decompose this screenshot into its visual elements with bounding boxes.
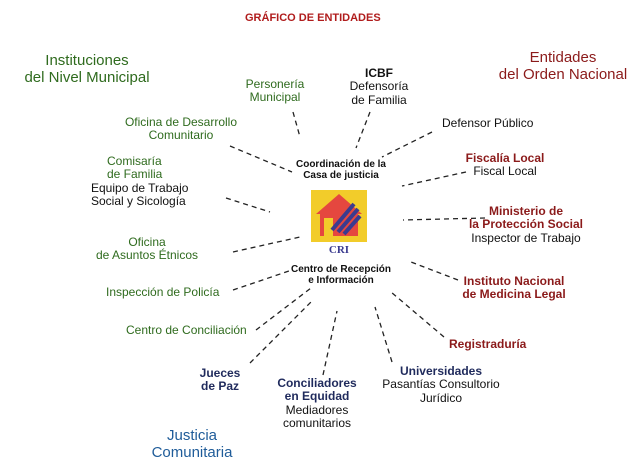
entity-oficina-desarrollo: Oficina de Desarrollo Comunitario: [124, 115, 238, 143]
logo-door: [324, 218, 333, 236]
connector-universidades: [374, 306, 393, 363]
house-with-scales-logo-icon: [311, 190, 367, 242]
connector-personeria: [292, 111, 301, 138]
entity-comisaria: Comisaría de Familia Equipo de Trabajo S…: [91, 154, 189, 209]
connector-conciliadores: [322, 310, 338, 376]
entity-personeria: Personería Municipal: [245, 77, 305, 105]
entity-icbf: ICBF Defensoría de Familia: [349, 66, 409, 107]
group-municipal-heading: Instituciones del Nivel Municipal: [24, 52, 150, 86]
logo-scales: [330, 202, 362, 236]
entity-defensor-publico: Defensor Público: [442, 116, 534, 130]
connector-icbf: [355, 111, 371, 149]
entity-universidades: Universidades Pasantías Consultorio Jurí…: [382, 364, 500, 405]
entity-registraduria: Registraduría: [449, 337, 527, 351]
group-comunitaria-heading: Justicia Comunitaria: [151, 427, 233, 461]
connector-etnicos: [232, 236, 301, 253]
connector-oficina-desarrollo: [229, 145, 293, 173]
entity-asuntos-etnicos: Oficina de Asuntos Étnicos: [95, 235, 199, 263]
connector-fiscalia: [401, 171, 467, 187]
connector-ministerio: [402, 217, 486, 221]
connector-jueces: [249, 299, 314, 364]
entity-ministerio: Ministerio de la Protección Social Inspe…: [468, 204, 584, 245]
cri-logo: [311, 190, 367, 242]
center-coordinacion: Coordinación de la Casa de justicia: [295, 159, 386, 182]
connector-instituto: [410, 261, 459, 281]
logo-cri-text: CRI: [328, 244, 350, 256]
connector-defensor: [381, 131, 433, 158]
entity-jueces-de-paz: Jueces de Paz: [199, 366, 241, 394]
entity-medicina-legal: Instituto Nacional de Medicina Legal: [462, 274, 566, 302]
entity-fiscalia: Fiscalía Local Fiscal Local: [465, 151, 545, 179]
diagram-title: GRÁFICO DE ENTIDADES: [245, 12, 381, 24]
connector-comisaria: [225, 197, 271, 213]
entity-centro-conciliacion: Centro de Conciliación: [126, 323, 247, 337]
center-recepcion: Centro de Recepción e Información: [290, 264, 392, 287]
group-nacional-heading: Entidades del Orden Nacional: [498, 49, 628, 83]
connector-policia: [232, 270, 290, 291]
connector-conciliacion: [255, 287, 312, 331]
entity-inspeccion-policia: Inspección de Policía: [106, 285, 220, 299]
connector-registraduria: [390, 291, 445, 338]
entity-conciliadores: Conciliadores en Equidad Mediadores comu…: [277, 376, 357, 431]
